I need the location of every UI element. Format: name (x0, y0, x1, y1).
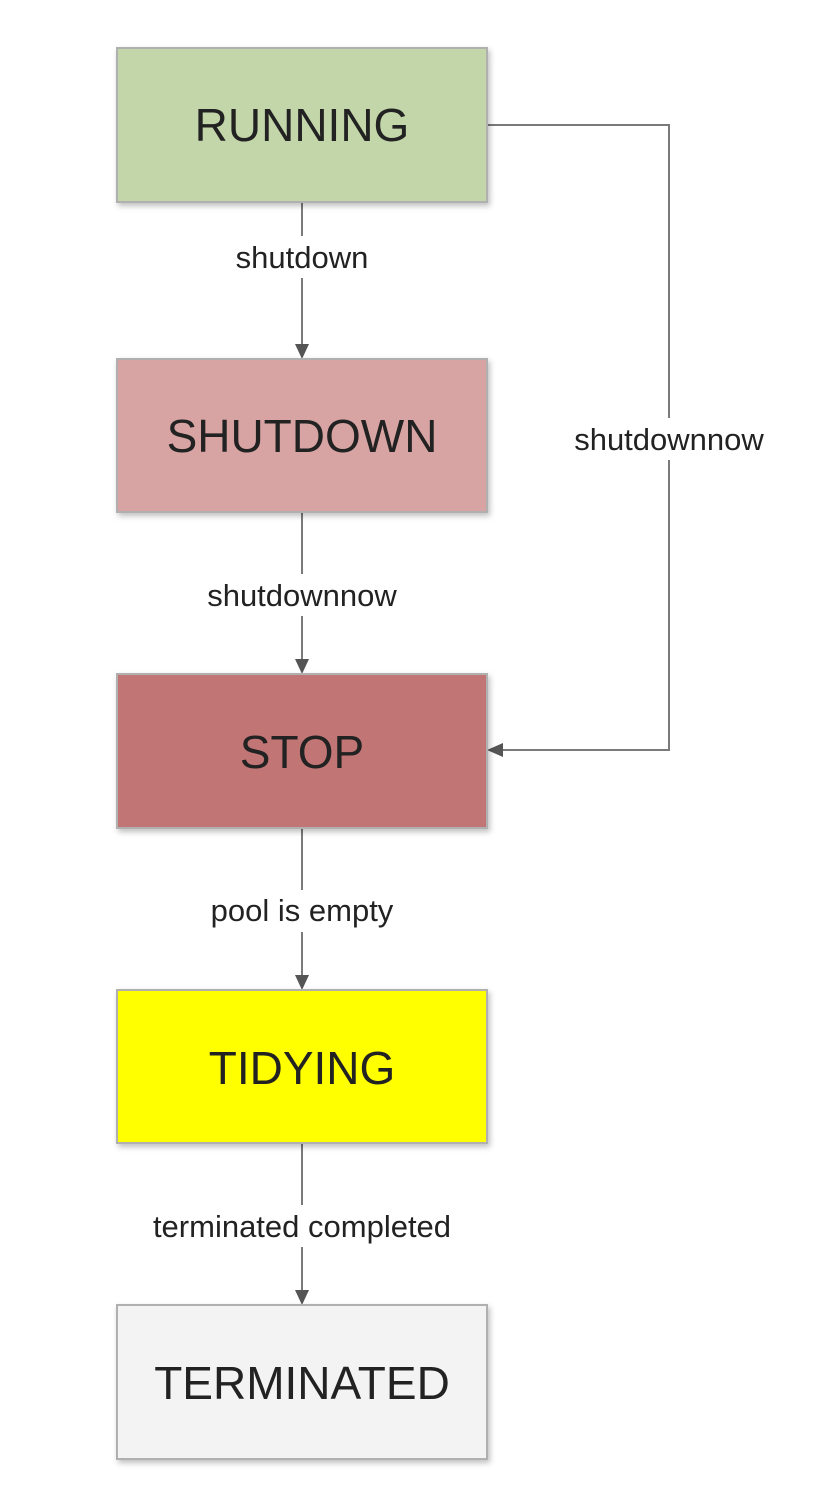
arrow-head (487, 743, 503, 757)
state-label-shutdown: SHUTDOWN (167, 410, 438, 462)
state-label-tidying: TIDYING (209, 1042, 396, 1094)
edge-label-shutdown: shutdown (236, 240, 369, 275)
state-box (116, 989, 488, 1144)
state-label-terminated: TERMINATED (154, 1357, 450, 1409)
edge-label-pool-is-empty: pool is empty (211, 893, 394, 928)
state-box (116, 358, 488, 513)
state-box (116, 47, 488, 203)
state-tidying: TIDYING (116, 989, 488, 1144)
arrow-head (295, 1290, 309, 1305)
arrow-head (295, 659, 309, 674)
edge-label-shutdownnow-side: shutdownnow (574, 422, 764, 457)
edge-label-shutdownnow: shutdownnow (207, 578, 397, 613)
arrow-head (295, 344, 309, 359)
edge-running-to-stop: shutdownnow (487, 124, 792, 757)
edge-label-terminated-completed: terminated completed (153, 1209, 451, 1244)
state-label-stop: STOP (240, 726, 364, 778)
arrow-head (295, 975, 309, 990)
state-box (116, 673, 488, 829)
state-terminated: TERMINATED (116, 1304, 488, 1460)
edge-shutdown-to-stop: shutdownnow (178, 512, 426, 674)
edge-stop-to-tidying: pool is empty (182, 828, 422, 990)
state-box (116, 1304, 488, 1460)
state-shutdown: SHUTDOWN (116, 358, 488, 513)
edge-running-to-shutdown: shutdown (212, 202, 392, 359)
edge-tidying-to-terminated: terminated completed (112, 1143, 492, 1305)
state-stop: STOP (116, 673, 488, 829)
state-running: RUNNING (116, 47, 488, 203)
state-label-running: RUNNING (195, 99, 410, 151)
